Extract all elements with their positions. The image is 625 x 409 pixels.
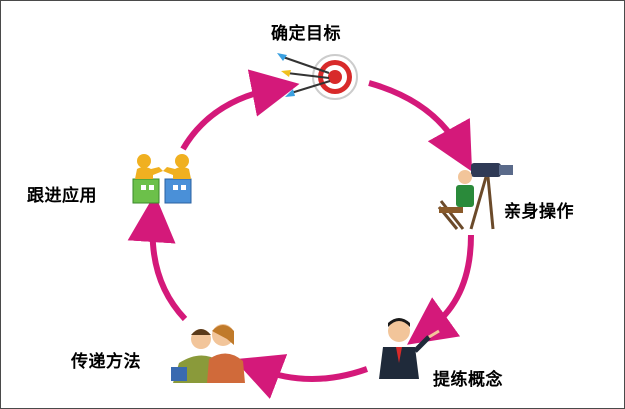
arrow-method-to-apply [127, 194, 188, 322]
step-label-apply: 跟进应用 [27, 186, 97, 206]
businessman-presenting-icon [379, 318, 440, 379]
arrow-apply-to-target [180, 69, 300, 151]
arrow-target-to-operate [368, 80, 473, 172]
arrow-operate-to-concept [407, 234, 474, 345]
step-label-operate: 亲身操作 [504, 202, 574, 222]
step-label-concept: 提练概念 [433, 370, 503, 390]
handshake-blocks-icon [132, 154, 192, 204]
camera-operator-icon [437, 163, 513, 230]
step-label-method: 传递方法 [71, 352, 141, 372]
step-label-target: 确定目标 [271, 24, 341, 44]
people-group-icon [171, 324, 245, 383]
target-arrows-icon [277, 53, 358, 100]
arrow-concept-to-method [233, 354, 369, 399]
